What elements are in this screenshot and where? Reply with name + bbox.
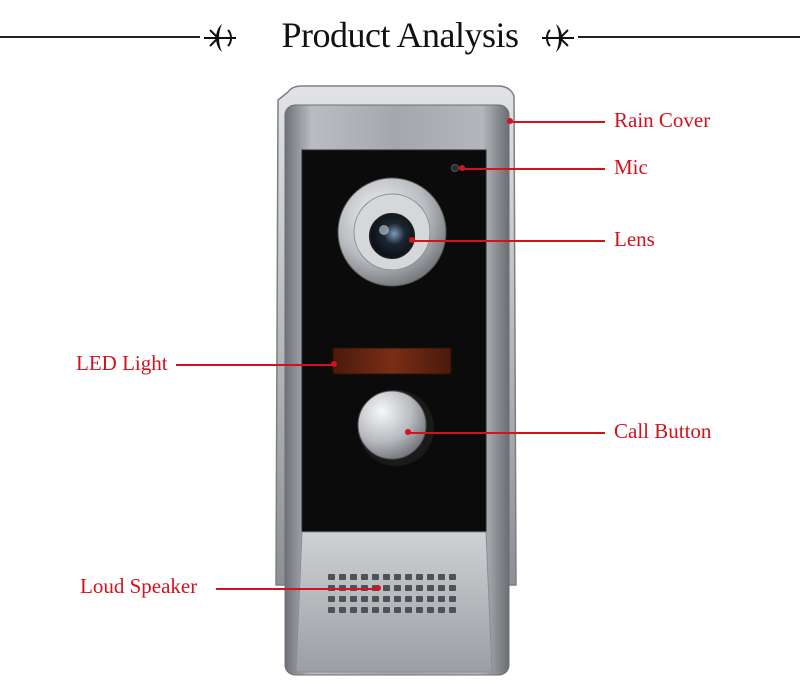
- speaker-hole: [449, 574, 456, 580]
- loud-speaker-label: Loud Speaker: [80, 574, 198, 598]
- speaker-hole: [394, 596, 401, 602]
- speaker-hole: [361, 596, 368, 602]
- ornament-right-icon: [542, 24, 574, 52]
- speaker-hole: [438, 596, 445, 602]
- loud-speaker-dot: [375, 585, 381, 591]
- speaker-hole: [405, 607, 412, 613]
- rain-cover-label: Rain Cover: [614, 108, 711, 132]
- speaker-hole: [328, 574, 335, 580]
- speaker-hole: [383, 596, 390, 602]
- speaker-hole: [449, 596, 456, 602]
- rain-cover-leader: [510, 121, 605, 123]
- speaker-hole: [339, 596, 346, 602]
- speaker-housing: [295, 531, 493, 673]
- speaker-hole: [328, 607, 335, 613]
- led-light-label: LED Light: [76, 351, 168, 375]
- speaker-hole: [394, 607, 401, 613]
- speaker-hole: [350, 607, 357, 613]
- speaker-hole: [339, 607, 346, 613]
- lens-leader: [412, 240, 605, 242]
- page-title: Product Analysis: [281, 15, 519, 55]
- speaker-hole: [372, 596, 379, 602]
- speaker-hole: [361, 574, 368, 580]
- ornament-left-icon: [204, 24, 236, 52]
- header-left-rule: [0, 36, 200, 38]
- lens-label: Lens: [614, 227, 655, 251]
- speaker-hole: [416, 607, 423, 613]
- speaker-hole: [383, 607, 390, 613]
- speaker-hole: [427, 574, 434, 580]
- lens-glass: [369, 213, 415, 259]
- speaker-hole: [372, 574, 379, 580]
- call-button-dot: [405, 429, 411, 435]
- mic-hole: [451, 164, 459, 172]
- led-light-dot: [331, 361, 337, 367]
- speaker-hole: [405, 574, 412, 580]
- led-light-leader: [176, 364, 334, 366]
- speaker-hole: [427, 585, 434, 591]
- speaker-hole: [405, 596, 412, 602]
- lens-dot: [409, 237, 415, 243]
- speaker-hole: [339, 574, 346, 580]
- speaker-hole: [361, 607, 368, 613]
- speaker-hole: [394, 585, 401, 591]
- speaker-hole: [405, 585, 412, 591]
- speaker-hole: [449, 607, 456, 613]
- rain-cover-dot: [507, 118, 513, 124]
- call-button-leader: [408, 432, 605, 434]
- mic-label: Mic: [614, 155, 648, 179]
- header-right-rule: [578, 36, 800, 38]
- speaker-hole: [438, 607, 445, 613]
- speaker-hole: [449, 585, 456, 591]
- led-light: [332, 347, 452, 375]
- speaker-hole: [350, 596, 357, 602]
- speaker-hole: [383, 585, 390, 591]
- speaker-hole: [427, 596, 434, 602]
- speaker-grille: [328, 574, 456, 613]
- speaker-hole: [328, 596, 335, 602]
- call-button-label: Call Button: [614, 419, 712, 443]
- speaker-hole: [350, 574, 357, 580]
- mic-leader: [462, 168, 605, 170]
- speaker-hole: [416, 585, 423, 591]
- speaker-hole: [438, 574, 445, 580]
- speaker-hole: [416, 596, 423, 602]
- speaker-hole: [383, 574, 390, 580]
- speaker-hole: [394, 574, 401, 580]
- speaker-hole: [427, 607, 434, 613]
- loud-speaker-leader: [216, 588, 378, 590]
- call-button: [357, 390, 427, 460]
- speaker-hole: [372, 607, 379, 613]
- speaker-hole: [416, 574, 423, 580]
- speaker-hole: [438, 585, 445, 591]
- mic-dot: [459, 165, 465, 171]
